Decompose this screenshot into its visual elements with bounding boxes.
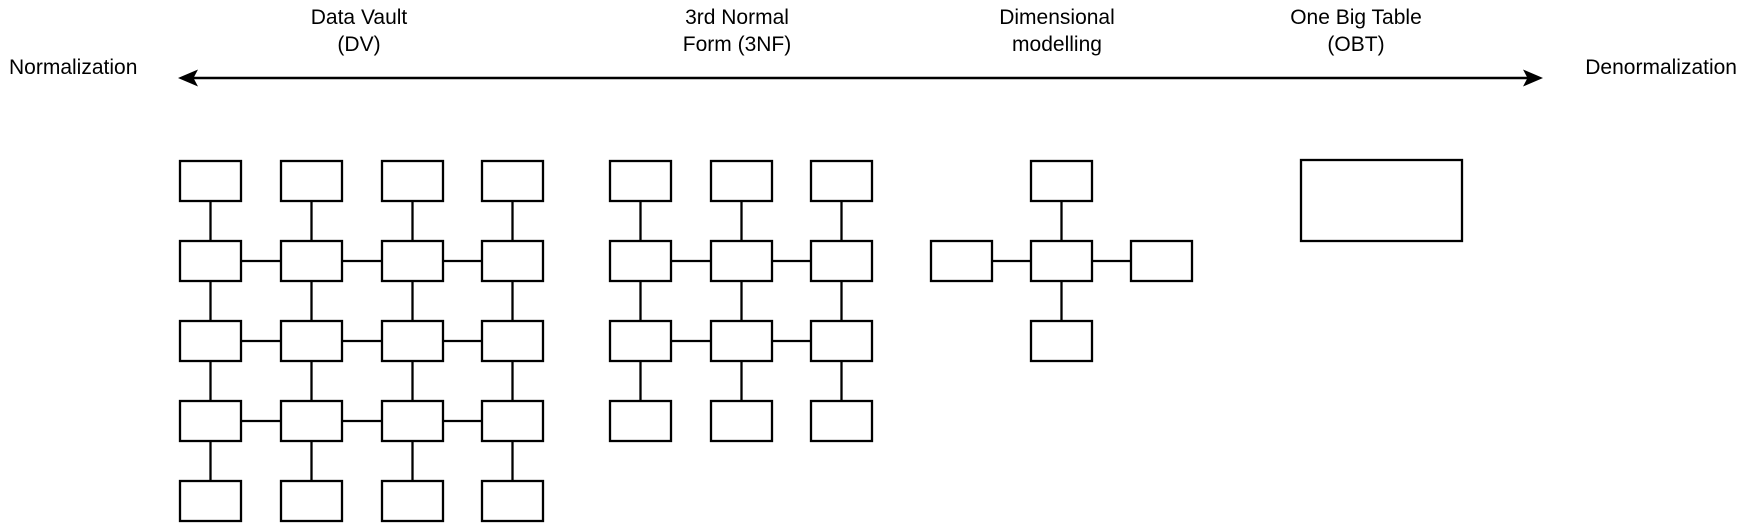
table-box [480,399,545,443]
schema-diagrams-layer [178,158,1464,523]
heading-3nf-line1: 3rd Normal [685,6,789,29]
heading-dimensional-line2: modelling [1012,33,1102,56]
left-arrowhead-icon [178,69,198,87]
heading-data-vault-line1: Data Vault [311,6,408,29]
table-box [1299,158,1464,243]
right-arrowhead-icon [1523,69,1543,87]
table-box [178,479,243,523]
table-box [1029,239,1094,283]
table-box [480,159,545,203]
table-box [709,159,774,203]
table-box [279,159,344,203]
table-box [480,239,545,283]
table-box [480,319,545,363]
table-box [178,319,243,363]
table-box [380,479,445,523]
table-box [608,159,673,203]
table-box [809,399,874,443]
table-box [709,399,774,443]
heading-3nf-line2: Form (3NF) [683,33,792,56]
table-box [709,319,774,363]
table-box [480,479,545,523]
denormalization-label: Denormalization [1585,56,1737,79]
table-box [1029,159,1094,203]
heading-dimensional-line1: Dimensional [999,6,1115,29]
data-vault-schema [178,159,545,523]
heading-obt-line1: One Big Table [1290,6,1422,29]
heading-obt-line2: (OBT) [1327,33,1384,56]
table-box [608,239,673,283]
table-box [809,319,874,363]
table-box [178,399,243,443]
table-box [279,399,344,443]
table-box [709,239,774,283]
normalization-label: Normalization [9,56,137,79]
approach-headings: Data Vault (DV) 3rd Normal Form (3NF) Di… [311,6,1422,56]
dimensional-star-schema [929,159,1194,363]
table-box [809,239,874,283]
normalization-axis: Normalization Denormalization [9,56,1737,87]
table-box [178,159,243,203]
table-box [608,399,673,443]
table-box [279,319,344,363]
table-box [809,159,874,203]
table-box [178,239,243,283]
table-box [380,399,445,443]
table-box [1029,319,1094,363]
heading-data-vault-line2: (DV) [337,33,380,56]
table-box [380,159,445,203]
one-big-table-schema [1299,158,1464,243]
table-box [380,239,445,283]
table-box [380,319,445,363]
table-box [608,319,673,363]
table-box [279,239,344,283]
table-box [929,239,994,283]
table-box [279,479,344,523]
table-box [1129,239,1194,283]
third-normal-form-schema [608,159,874,443]
